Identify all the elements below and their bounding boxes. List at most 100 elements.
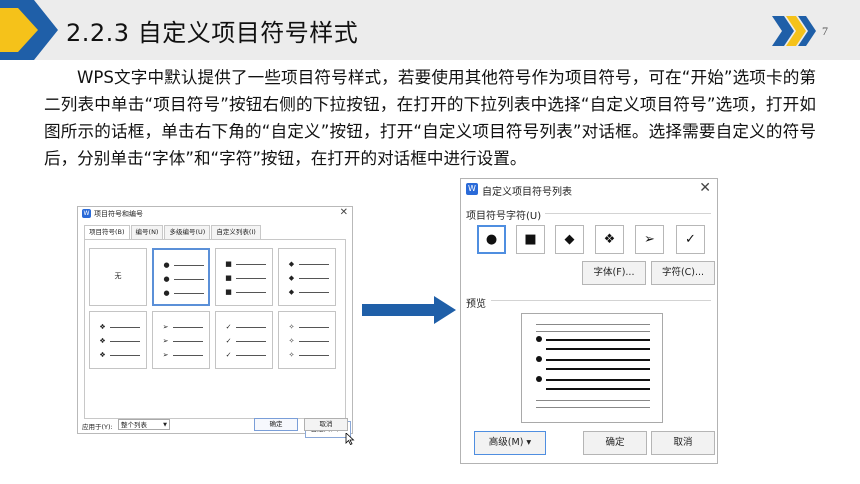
bullet-preview-row: ● bbox=[162, 288, 204, 298]
bullet-text-line bbox=[173, 340, 203, 342]
close-icon[interactable]: ✕ bbox=[339, 207, 348, 218]
dialog-title: 项目符号和编号 bbox=[94, 210, 143, 218]
tab-multilevel[interactable]: 多级编号(U) bbox=[164, 225, 211, 239]
chevron-blue-1 bbox=[772, 16, 794, 46]
bullet-preview-row: ● bbox=[162, 260, 204, 270]
bullet-character-group-label: 项目符号字符(U) bbox=[466, 211, 542, 222]
bullet-option-none[interactable]: 无 bbox=[89, 248, 147, 306]
preview-bullet bbox=[536, 336, 542, 342]
none-label: 无 bbox=[114, 272, 122, 280]
bullet-glyph: ◆ bbox=[288, 274, 295, 282]
dialog-titlebar: W 自定义项目符号列表 ✕ bbox=[461, 179, 717, 199]
bullet-text-line bbox=[236, 326, 266, 328]
apply-to-value: 整个列表 bbox=[121, 421, 147, 429]
right-arrow-icon bbox=[362, 296, 456, 324]
tab-bullets[interactable]: 项目符号(B) bbox=[84, 225, 130, 239]
bullet-glyph: ✧ bbox=[288, 351, 295, 359]
bullet-option-check[interactable]: ✓✓✓ bbox=[215, 311, 273, 369]
preview-line bbox=[536, 324, 650, 325]
bullet-glyph: ● bbox=[163, 261, 170, 269]
bullet-preview-row: ✧ bbox=[287, 322, 329, 332]
preview-line bbox=[536, 407, 650, 408]
customize-bullet-list-dialog: W 自定义项目符号列表 ✕ 项目符号字符(U) ● ■ ◆ ❖ ➢ ✓ 字体(F… bbox=[460, 178, 718, 464]
preview-bullet bbox=[536, 356, 542, 362]
symbol-four-diamond[interactable]: ❖ bbox=[595, 225, 624, 254]
bullet-preview-row: ✓ bbox=[224, 322, 266, 332]
symbol-arrow[interactable]: ➢ bbox=[635, 225, 664, 254]
tab-custom-list[interactable]: 自定义列表(I) bbox=[211, 225, 261, 239]
bullets-and-numbering-dialog: W 项目符号和编号 ✕ 项目符号(B) 编号(N) 多级编号(U) 自定义列表(… bbox=[77, 206, 355, 445]
bullet-option-four-diamond[interactable]: ❖❖❖ bbox=[89, 311, 147, 369]
bullet-glyph: ❖ bbox=[99, 351, 106, 359]
bullet-text-line bbox=[174, 292, 204, 294]
bullet-option-star[interactable]: ✧ ✧ ✧ bbox=[278, 311, 336, 369]
bullet-text-line bbox=[236, 277, 266, 279]
cancel-button[interactable]: 取消 bbox=[304, 418, 348, 431]
bullet-glyph: ✧ bbox=[288, 323, 295, 331]
bullet-glyph: ✓ bbox=[225, 337, 232, 345]
bullet-glyph: ■ bbox=[225, 288, 232, 296]
wps-app-icon: W bbox=[466, 183, 478, 195]
bullet-option-arrow[interactable]: ➢ ➢ ➢ bbox=[152, 311, 210, 369]
chevron-yellow bbox=[786, 16, 806, 46]
header-yellow-shape bbox=[0, 8, 38, 52]
group-divider bbox=[545, 213, 711, 214]
bullet-option-dot[interactable]: ● ● ● bbox=[152, 248, 210, 306]
header-chevron-decoration bbox=[0, 0, 58, 60]
tab-numbering[interactable]: 编号(N) bbox=[130, 225, 164, 239]
bullet-preview-row: ◆ bbox=[287, 287, 329, 297]
preview-group-label: 预览 bbox=[466, 299, 486, 310]
ok-button[interactable]: 确定 bbox=[583, 431, 647, 455]
advanced-button[interactable]: 高级(M) ▾ bbox=[474, 431, 546, 455]
bullet-option-diamond[interactable]: ◆ ◆ ◆ bbox=[278, 248, 336, 306]
preview-bullet bbox=[536, 376, 542, 382]
bullet-preview-row: ➢ bbox=[161, 322, 203, 332]
symbol-square[interactable]: ■ bbox=[516, 225, 545, 254]
bullet-text-line bbox=[110, 340, 140, 342]
bullet-preview-row: ✧ bbox=[287, 350, 329, 360]
symbol-dot[interactable]: ● bbox=[477, 225, 506, 254]
bullet-text-line bbox=[236, 291, 266, 293]
bullet-option-square[interactable]: ■■■ bbox=[215, 248, 273, 306]
symbol-check[interactable]: ✓ bbox=[676, 225, 705, 254]
bullet-preview-row: ➢ bbox=[161, 336, 203, 346]
character-button[interactable]: 字符(C)... bbox=[651, 261, 715, 285]
preview-text-line bbox=[546, 339, 650, 341]
bullet-preview-row: ◆ bbox=[287, 273, 329, 283]
slide-header bbox=[0, 0, 860, 60]
chevron-down-icon: ▼ bbox=[163, 422, 167, 428]
wps-app-icon: W bbox=[82, 209, 91, 218]
bullet-glyph: ❖ bbox=[99, 323, 106, 331]
bullet-preview-row: ✧ bbox=[287, 336, 329, 346]
close-icon[interactable]: ✕ bbox=[699, 180, 711, 196]
bullet-text-line bbox=[236, 263, 266, 265]
group-divider bbox=[491, 300, 711, 301]
bullet-preview-row: ❖ bbox=[98, 350, 140, 360]
bullet-preview-row: ● bbox=[162, 274, 204, 284]
body-paragraph: WPS文字中默认提供了一些项目符号样式，若要使用其他符号作为项目符号，可在“开始… bbox=[44, 68, 816, 168]
font-button[interactable]: 字体(F)... bbox=[582, 261, 646, 285]
cancel-button[interactable]: 取消 bbox=[651, 431, 715, 455]
preview-line bbox=[536, 400, 650, 401]
chevron-logo-icon bbox=[772, 16, 816, 46]
bullet-glyph: ■ bbox=[225, 260, 232, 268]
apply-to-select[interactable]: 整个列表 ▼ bbox=[118, 419, 170, 430]
bullet-preview-row: ◆ bbox=[287, 259, 329, 269]
bullet-text-line bbox=[299, 277, 329, 279]
bullet-preview-row: ■ bbox=[224, 259, 266, 269]
bullet-text-line bbox=[236, 340, 266, 342]
bullet-preview-row: ➢ bbox=[161, 350, 203, 360]
bullet-preview-row: ✓ bbox=[224, 336, 266, 346]
bullet-glyph: ➢ bbox=[162, 351, 169, 359]
bullet-text-line bbox=[299, 354, 329, 356]
symbol-diamond[interactable]: ◆ bbox=[555, 225, 584, 254]
preview-box bbox=[521, 313, 663, 423]
bullet-glyph: ✓ bbox=[225, 323, 232, 331]
ok-button[interactable]: 确定 bbox=[254, 418, 298, 431]
bullet-text-line bbox=[299, 326, 329, 328]
preview-text-line bbox=[546, 368, 650, 370]
bullet-text-line bbox=[236, 354, 266, 356]
bullet-glyph: ● bbox=[163, 289, 170, 297]
bullet-text-line bbox=[174, 264, 204, 266]
dialog-titlebar: W 项目符号和编号 ✕ bbox=[78, 207, 352, 221]
